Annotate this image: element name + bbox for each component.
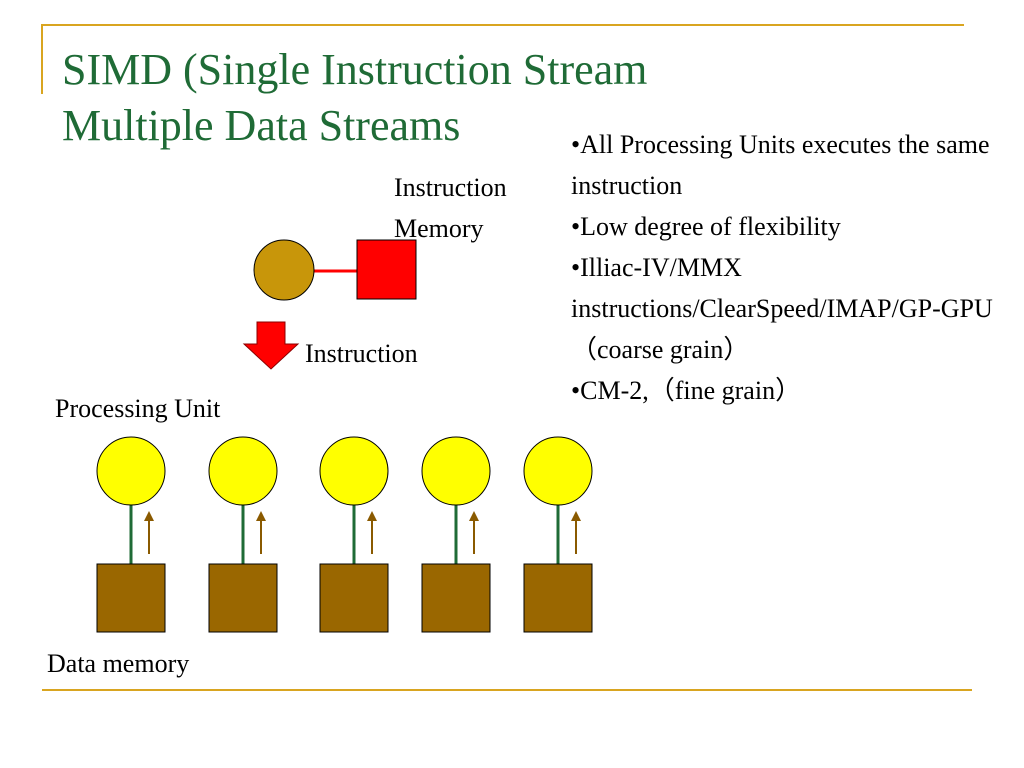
instruction-arrow bbox=[242, 321, 300, 370]
data-arrow-head bbox=[469, 511, 479, 521]
processing-unit-circle bbox=[208, 436, 278, 506]
processing-unit-circle bbox=[421, 436, 491, 506]
slide-title: SIMD (Single Instruction Stream Multiple… bbox=[62, 42, 647, 154]
data-memory-box bbox=[319, 563, 389, 633]
data-memory-label: Data memory bbox=[47, 649, 190, 678]
data-arrow-head bbox=[571, 511, 581, 521]
data-memory-box bbox=[523, 563, 593, 633]
processing-unit-circle bbox=[96, 436, 166, 506]
bullet-item: •CM-2,（fine grain） bbox=[571, 376, 802, 405]
slide-title-line-1: SIMD (Single Instruction Stream bbox=[62, 45, 648, 94]
data-arrow-head bbox=[256, 511, 266, 521]
slide-title-line-2: Multiple Data Streams bbox=[62, 101, 461, 150]
instruction-memory-label: Instruction Memory bbox=[394, 167, 507, 249]
instruction-label: Instruction bbox=[305, 339, 418, 368]
data-arrow-head bbox=[367, 511, 377, 521]
bullet-item: •Illiac-IV/MMX instructions/ClearSpeed/I… bbox=[571, 253, 993, 364]
bullet-list: •All Processing Units executes the same … bbox=[571, 124, 1011, 411]
processing-unit-circle bbox=[319, 436, 389, 506]
control-unit-circle bbox=[253, 239, 315, 301]
top-rule bbox=[42, 24, 964, 26]
data-memory-box bbox=[421, 563, 491, 633]
instruction-memory-label-line-1: Instruction bbox=[394, 173, 507, 202]
instruction-memory-label-line-2: Memory bbox=[394, 214, 484, 243]
data-memory-box bbox=[208, 563, 278, 633]
processing-unit-row bbox=[96, 436, 593, 633]
data-arrow-head bbox=[144, 511, 154, 521]
bullet-item: •All Processing Units executes the same … bbox=[571, 130, 990, 200]
processing-unit-label: Processing Unit bbox=[55, 394, 221, 423]
bullet-item: •Low degree of flexibility bbox=[571, 212, 841, 241]
bottom-rule bbox=[42, 689, 972, 691]
data-memory-box bbox=[96, 563, 166, 633]
left-rule bbox=[41, 24, 43, 94]
processing-unit-circle bbox=[523, 436, 593, 506]
instruction-memory-box bbox=[356, 239, 417, 300]
